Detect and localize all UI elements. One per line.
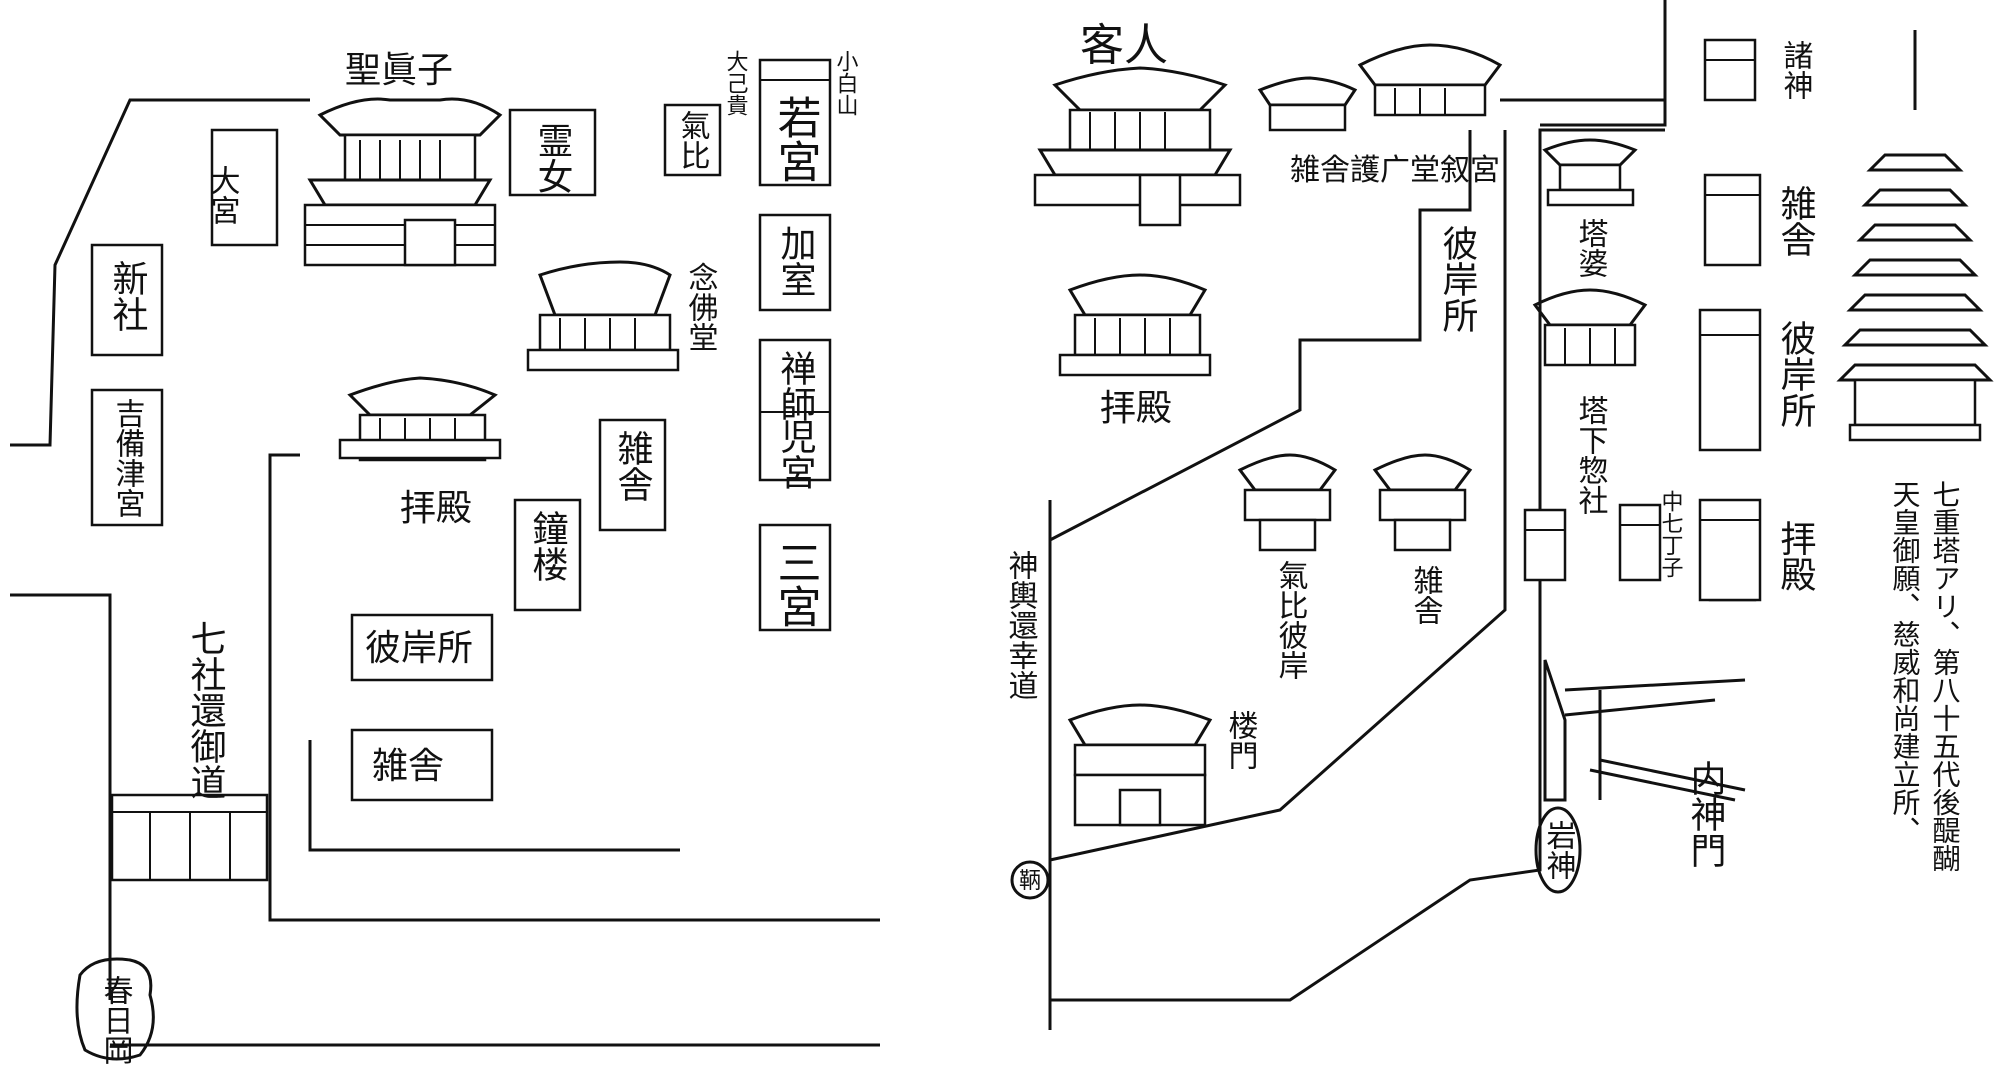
iwagami-oval (1534, 806, 1582, 894)
kyakunin-label: 客人 (1080, 20, 1168, 71)
tokasosha-small-label: 中七丁子 (1658, 490, 1683, 578)
left-low-wall (308, 740, 680, 852)
seishinshi-label: 聖眞子 (345, 50, 453, 91)
reijo-label: 霊女 (532, 122, 573, 194)
right-wall-road (1049, 130, 1507, 862)
higansho-box (350, 613, 494, 682)
seishinshi-building-icon (303, 97, 503, 267)
zassha2-label: 雑舎 (372, 746, 444, 787)
kibitsugu-box (90, 388, 164, 527)
seal-label: 春日岡 (98, 975, 133, 1065)
higansho-label: 彼岸所 (365, 628, 473, 669)
sannomiya-box (758, 523, 832, 632)
kyakunin-building-icon (1033, 66, 1242, 227)
kehi-higan-label: 氣比彼岸 (1273, 560, 1309, 680)
left-inner-wall (268, 453, 880, 922)
tokasosha-building-icon (1532, 288, 1648, 367)
zassha-goma-label: 雑舎護广堂叙宮 (1290, 153, 1500, 188)
right-higansho-label: 彼岸所 (1437, 225, 1478, 333)
left-precinct-wall (10, 98, 310, 447)
toba-label: 塔婆 (1573, 218, 1608, 278)
zenjimiya-box (758, 338, 832, 482)
kohakusan-label: 小白山 (833, 50, 859, 116)
kehi-higan-building-icon (1237, 453, 1338, 552)
far-right-shinsha-label: 諸神 (1778, 40, 1814, 100)
left-haiden-label: 拝殿 (400, 488, 472, 529)
right-wall-mid (1540, 0, 1667, 127)
iwagami-label: 岩神 (1541, 820, 1577, 880)
right-page: 客人 雑舎護广堂叙宮 彼岸所 拝殿 (1003, 0, 1994, 1030)
right-zassha-label: 雑舎 (1408, 565, 1444, 625)
far-right-buildings-icon (1698, 38, 1762, 602)
nenbutsudo-building-icon (526, 260, 680, 372)
right-wall-r (1050, 128, 1665, 1002)
tokasosha-label: 塔下惣社 (1573, 395, 1609, 515)
shinkyo-label: 神輿還幸道 (1003, 550, 1039, 700)
left-page: 聖眞子 大宮 新社 吉備津宮 霊女 氣比 大己貴 小白山 若宮 加室 禅師 児宮… (10, 50, 880, 1065)
omiyasaiden-box (210, 128, 279, 247)
kasugaoka-seal (75, 957, 155, 1061)
kehi-label: 氣比 (675, 110, 710, 170)
right-haiden-building-icon (1058, 273, 1212, 377)
nenbutsudo-label: 念佛堂 (683, 262, 719, 352)
far-right-zassha-label: 雑舎 (1775, 185, 1816, 257)
right-haiden-label: 拝殿 (1100, 388, 1172, 429)
shinsha-box (90, 243, 164, 357)
right-zassha-building-icon (1372, 453, 1473, 552)
shoro-label: 鐘楼 (527, 510, 568, 582)
pagoda-icon (1836, 30, 1994, 442)
shinsha-label: 新社 (107, 260, 149, 332)
note-line2: 天皇御願、慈威和尚建立所、 (1889, 480, 1922, 844)
kashitsu-box (758, 213, 832, 312)
shinmon-label: 内神門 (1685, 760, 1726, 868)
left-road-bottom (10, 593, 112, 1000)
tomo-seal-label: 鞆 (1019, 869, 1041, 894)
zassha-label: 雑舎 (612, 430, 653, 502)
tomo-seal (1010, 860, 1050, 900)
kibitsugu-label: 吉備津宮 (110, 398, 146, 518)
reijo-box (508, 108, 597, 197)
wakamiya-label: 若宮 (770, 95, 821, 183)
ominuki-label: 大己貴 (723, 50, 749, 116)
romon-building-icon (1067, 703, 1213, 827)
toba-building-icon (1542, 138, 1638, 207)
omiyasaiden-label: 大宮 (205, 165, 240, 225)
sannomiya-label: 三宮 (770, 540, 821, 628)
haiden-building-icon (338, 376, 502, 462)
zenji-sub-label: 児宮 (775, 418, 816, 490)
road-label: 七社還御道 (185, 620, 227, 800)
right-road (1049, 130, 1472, 542)
torii-gate-icon (1543, 659, 1746, 802)
zassha2-box (350, 728, 494, 802)
kehi-box (663, 103, 722, 177)
far-right-haiden-label: 拝殿 (1775, 520, 1817, 592)
zenjimiya-label: 禅師 (775, 350, 817, 422)
zassha-goma-building-icon (1257, 43, 1503, 132)
romon-label: 楼門 (1223, 710, 1259, 770)
zassha-box (598, 418, 667, 532)
note-line1: 七重塔アリ、第八十五代後醍醐 (1929, 480, 1962, 872)
kashitsu-label: 加室 (775, 225, 816, 297)
right-wall-top (1500, 0, 1667, 102)
far-right-higansho-label: 彼岸所 (1775, 320, 1816, 428)
shoro-box (513, 498, 582, 612)
